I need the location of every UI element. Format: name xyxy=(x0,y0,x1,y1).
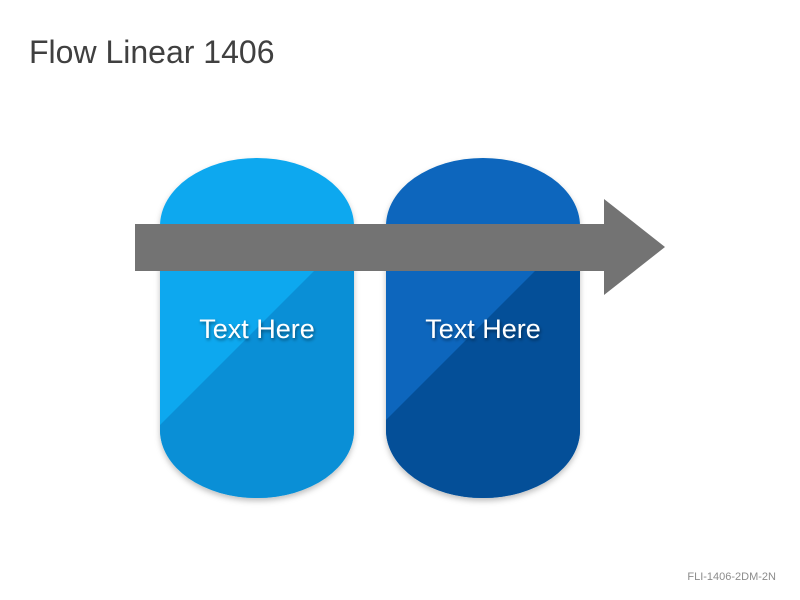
pill-step-2-shade xyxy=(386,250,580,498)
flow-arrow xyxy=(135,199,665,295)
pill-step-1-shade xyxy=(160,255,354,498)
pill-step-1-label: Text Here xyxy=(199,314,315,344)
page-title: Flow Linear 1406 xyxy=(29,34,275,70)
slide-code: FLI-1406-2DM-2N xyxy=(687,571,776,583)
pill-step-2-label: Text Here xyxy=(425,314,541,344)
